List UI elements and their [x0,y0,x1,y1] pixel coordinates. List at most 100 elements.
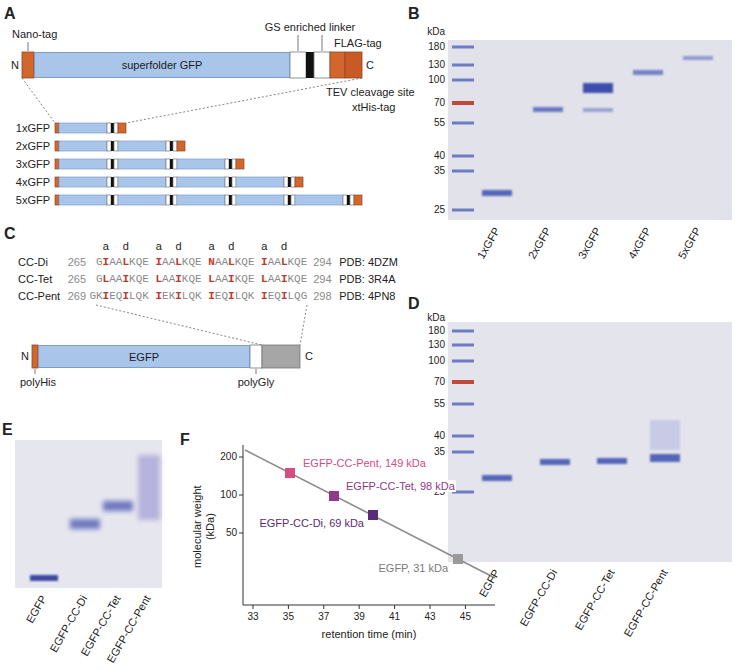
heptad-residue: L [103,273,110,285]
marker-size: 35 [434,165,445,177]
heptad-position: d [123,240,129,253]
peptide-name: CC-Tet [18,273,52,286]
linker-segment [166,177,170,187]
linker-segment [232,159,236,169]
heptad-residue: I [228,290,235,302]
linker-segment [290,52,306,78]
lane-label: EGFP-CC-Di [518,567,561,628]
tev-segment [111,159,114,169]
construct-name: 2xGFP [16,140,50,153]
gfp-segment [177,159,225,169]
tev-segment [229,177,232,187]
heptad-position: a [103,240,109,253]
tag-segment [177,141,185,151]
axis-title: retention time (min) [322,628,417,641]
linker-segment [284,177,288,187]
data-point [329,491,339,501]
linker-segment [291,177,295,187]
leader-line [322,35,323,51]
nano-tag-segment [55,123,59,133]
linker-segment [291,195,295,205]
tick-label: 35 [283,611,294,623]
gel-b [448,40,732,220]
lane-label: EGFP [24,593,50,625]
domain-name: superfolder GFP [122,59,203,71]
gfp-segment [236,177,284,187]
unit-label: kDa [427,312,445,324]
linker-segment [107,159,111,169]
part-label: polyGly [238,376,275,389]
marker-size: 35 [434,446,445,458]
marker-size: 180 [428,41,445,53]
gfp-segment [118,177,166,187]
residue-number: 294 [313,256,331,269]
heptad-residue: I [261,256,268,268]
leader-line [35,369,36,374]
lane-label: 3xGFP [575,225,603,261]
terminus-label: C [366,59,374,72]
tev-segment [111,195,114,205]
lane-label: 1xGFP [474,225,502,261]
flag-tag-segment [330,52,345,78]
construct-rows [55,123,362,205]
pdb-id: PDB: 4PN8 [339,290,395,303]
zoom-line [300,305,307,345]
tev-segment [111,177,114,187]
gfp-segment [59,159,107,169]
residue-number: 298 [313,290,331,303]
lane-label: 5xGFP [675,225,703,261]
tev-segment [229,159,232,169]
heptad-position: d [281,240,287,253]
protein-bands [482,56,713,196]
residue-number: 269 [68,290,86,303]
zoom-line [126,78,362,123]
tag-segment [236,159,244,169]
tag-segment [118,123,126,133]
polygly-segment [250,345,262,368]
tick-label: 37 [318,611,329,623]
marker-size: 55 [434,117,445,129]
heptad-residue: I [155,290,162,302]
linker-segment [114,177,118,187]
terminus-label: N [21,350,29,363]
tev-segment [347,195,350,205]
nano-tag-segment [55,141,59,151]
panel-letter: B [408,5,420,23]
linker-segment [107,141,111,151]
panel-letter: F [180,431,190,449]
linker-segment [173,141,177,151]
ticks [239,457,465,609]
heptad-residue: I [208,290,215,302]
part-label: Nano-tag [12,28,57,41]
construct-name: 5xGFP [16,194,50,207]
gel-background [448,322,732,562]
heptad-residue: N [208,256,215,268]
heptad-position: d [228,240,234,253]
protein-bands [482,420,680,481]
heptad-position: d [175,240,181,253]
heptad-residue: L [228,256,235,268]
peptide-sequence: GLAAIKQE LAAIKQE LAAIKQE LAAIKQE [96,273,307,286]
linker-segment [284,195,288,205]
nano-tag-segment [55,159,59,169]
protein-domain-box: EGFP [38,345,250,368]
residue-number: 294 [313,273,331,286]
marker-size: 70 [434,376,445,388]
heptad-residue: L [175,256,182,268]
linker-segment [114,195,118,205]
point-label: EGFP, 31 kDa [378,562,450,575]
gfp-segment [118,159,166,169]
tev-segment [170,141,173,151]
marker-size: 100 [428,74,445,86]
lane-label: EGFP-CC-Pent [622,567,671,639]
x-axis [243,605,495,606]
marker-size: 40 [434,150,445,162]
gel-background [448,40,732,220]
lane-label: EGFP-CC-Tet [573,567,618,632]
protein-domain-box: superfolder GFP [34,52,290,78]
peptide-name: CC-Pent [18,290,60,303]
gfp-segment [295,195,343,205]
linker-segment [114,159,118,169]
leader-line [28,42,29,51]
